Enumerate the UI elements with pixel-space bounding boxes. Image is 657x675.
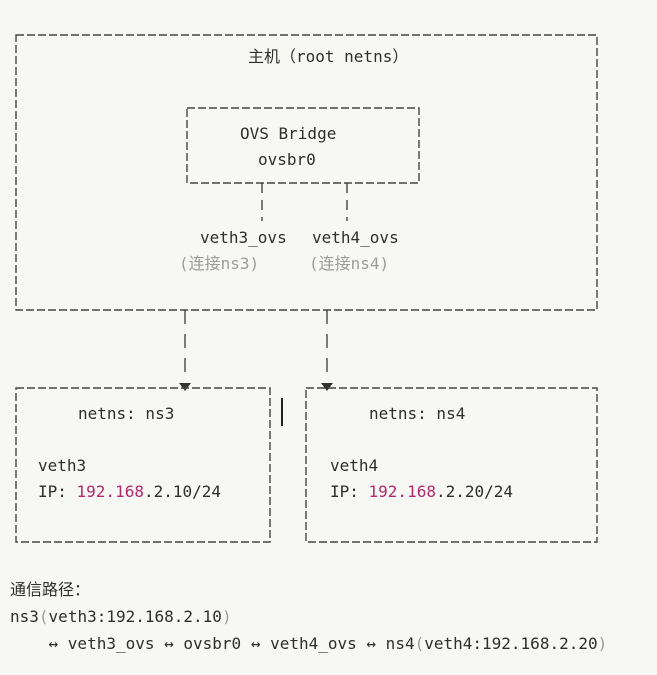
port-label-veth3-ovs: veth3_ovs bbox=[200, 228, 287, 247]
port-label-veth4-ovs: veth4_ovs bbox=[312, 228, 399, 247]
ns4-ip-line: IP: 192.168.2.20/24 bbox=[330, 479, 513, 505]
ns3-iface-name: veth3 bbox=[38, 456, 87, 475]
path-ns3-name: ns3 bbox=[10, 607, 39, 626]
arrow-down-icon bbox=[179, 383, 191, 391]
path-line-1: ns3(veth3:192.168.2.10) bbox=[10, 604, 232, 630]
path-line1-endpoint: veth3:192.168.2.10 bbox=[48, 607, 222, 626]
ns3-ip-host: .2.10/24 bbox=[143, 482, 222, 501]
ns4-box-title: netns: ns4 bbox=[369, 404, 466, 423]
path-line2-close-paren: ) bbox=[597, 634, 608, 653]
ns3-box-title: netns: ns3 bbox=[78, 404, 175, 423]
ns4-ip-host: .2.20/24 bbox=[435, 482, 514, 501]
path-line1-close-paren: ) bbox=[221, 607, 232, 626]
port-note-ns3: (连接ns3) bbox=[179, 254, 260, 273]
path-line2-endpoint: veth4:192.168.2.20 bbox=[424, 634, 598, 653]
path-line-2: ↔ veth3_ovs ↔ ovsbr0 ↔ veth4_ovs ↔ ns4(v… bbox=[10, 631, 608, 657]
ns4-iface-name: veth4 bbox=[330, 456, 379, 475]
port-note-ns4: (连接ns4) bbox=[309, 254, 390, 273]
path-line2-open-paren: ( bbox=[414, 634, 425, 653]
ns4-box-border bbox=[305, 387, 598, 543]
host-box-border bbox=[15, 34, 598, 311]
ns3-box-border bbox=[15, 387, 271, 543]
path-heading: 通信路径： bbox=[10, 580, 91, 599]
path-line2-indent bbox=[10, 634, 49, 653]
ovs-bridge-name: ovsbr0 bbox=[258, 150, 316, 169]
ovs-box-border bbox=[186, 107, 420, 184]
ns3-ip-label: IP: bbox=[38, 482, 77, 501]
path-line1-open-paren: ( bbox=[38, 607, 49, 626]
ns4-ip-label: IP: bbox=[330, 482, 369, 501]
host-box-title: 主机（root netns） bbox=[248, 47, 409, 66]
ns4-ip-network: 192.168 bbox=[368, 482, 436, 501]
ns3-ip-line: IP: 192.168.2.10/24 bbox=[38, 479, 221, 505]
ovs-box-title: OVS Bridge bbox=[240, 124, 337, 143]
ns3-ip-network: 192.168 bbox=[76, 482, 144, 501]
arrow-down-icon bbox=[321, 383, 333, 391]
path-line2-sequence: ↔ veth3_ovs ↔ ovsbr0 ↔ veth4_ovs ↔ ns4 bbox=[48, 634, 415, 653]
